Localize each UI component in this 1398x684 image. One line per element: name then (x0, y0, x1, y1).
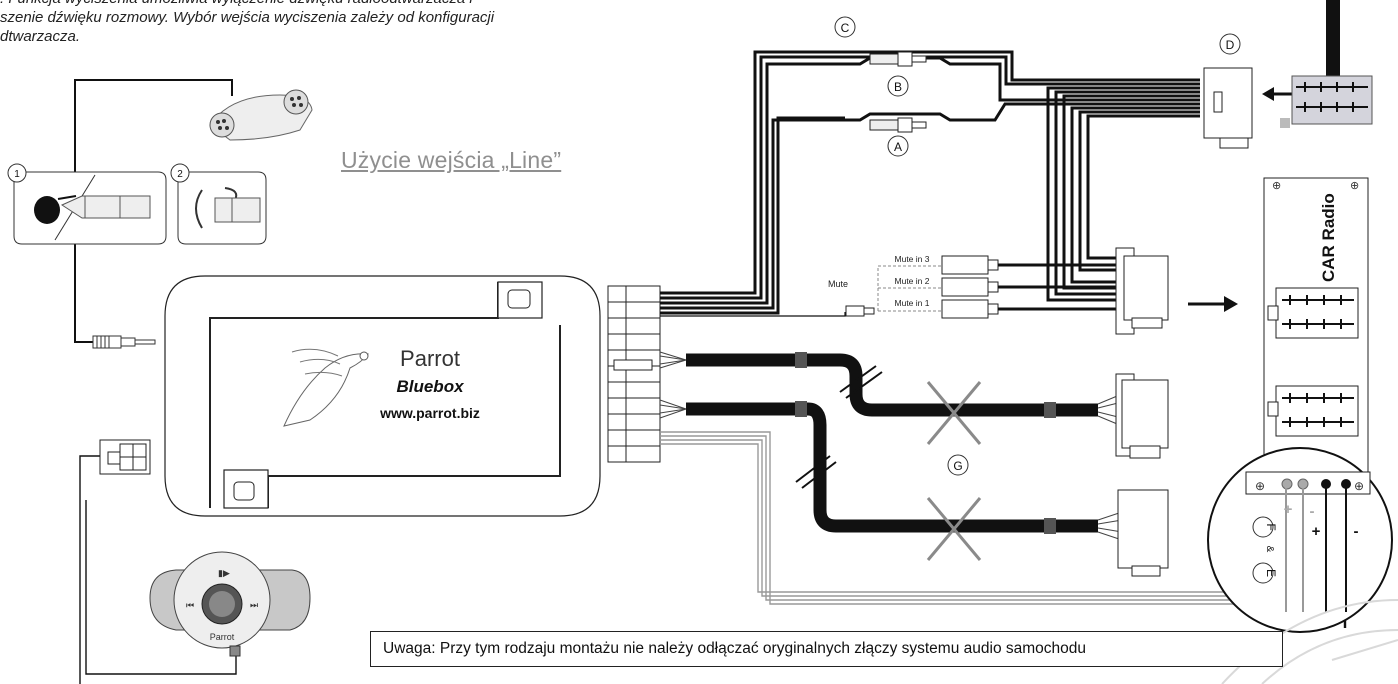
intro-line-3: dtwarzacza. (0, 28, 81, 45)
next-icon: ⏭ (250, 600, 258, 610)
label-d: D (1226, 38, 1235, 52)
label-b: B (894, 80, 902, 94)
label-c-marker: C (834, 16, 856, 38)
polarity-minus-black: - (1354, 523, 1359, 540)
bluebox-brand: Parrot (400, 346, 460, 371)
iso-plug (1280, 0, 1373, 128)
radio-connector-3 (1117, 489, 1169, 577)
mute-label: Mute (828, 279, 848, 289)
prev-icon: ⏮ (186, 600, 194, 610)
mute-out-wires (998, 263, 1120, 311)
label-a: A (894, 140, 902, 154)
main-harness-connector (607, 285, 661, 463)
svg-text:⊕: ⊕ (1255, 479, 1265, 493)
inline-connector-b: B (869, 51, 927, 97)
mute-in-1-label: Mute in 1 (895, 298, 930, 308)
lower-harness-fan (659, 351, 1123, 541)
mute-plug (845, 305, 875, 317)
bluebox-unit: Parrot Bluebox www.parrot.biz (164, 275, 601, 517)
break-marks (795, 365, 883, 489)
note-box: Uwaga: Przy tym rodzaju montażu nie nale… (370, 631, 1283, 667)
microphone-illustration (209, 89, 313, 141)
parrot-logo-bird (283, 348, 369, 427)
line-in-cable (74, 79, 233, 343)
step-2-number: 2 (177, 169, 183, 180)
cable-connector-left (99, 439, 151, 475)
svg-text:⊕: ⊕ (1272, 180, 1281, 192)
intro-line-2: szenie dźwięku rozmowy. Wybór wejścia wy… (0, 9, 495, 26)
step-1-number: 1 (14, 169, 20, 180)
mute-wire (660, 312, 846, 317)
grey-speaker-wires (660, 431, 1303, 605)
magnifier-circle: ⊕ ⊕ + - + - F & E (1207, 447, 1393, 633)
step-1-panel: 1 (7, 163, 167, 245)
bluebox-model: Bluebox (396, 377, 465, 396)
intro-paragraph: : Funkcja wyciszenia umożliwia wyłączeni… (0, 0, 640, 46)
label-g-circle (947, 454, 969, 476)
remote-control: ▮▶ ⏮ ⏭ Parrot (149, 551, 311, 657)
polarity-plus-grey: + (1284, 501, 1293, 518)
step-2-panel: 2 (170, 163, 267, 245)
polarity-minus-grey: - (1310, 503, 1315, 520)
mute-dashed-links (877, 265, 942, 312)
bluebox-url: www.parrot.biz (379, 405, 480, 421)
remote-brand: Parrot (210, 632, 235, 642)
inline-connector-a: A (869, 117, 927, 157)
mute-in-3-label: Mute in 3 (895, 254, 930, 264)
radio-connector-1 (1115, 247, 1169, 335)
label-amp: & (1264, 546, 1275, 553)
arrow-radio-head (1224, 296, 1238, 312)
car-radio: ⊕ ⊕ CAR Radio (1263, 177, 1369, 495)
remote-cable (79, 455, 100, 684)
intro-line-1: : Funkcja wyciszenia umożliwia wyłączeni… (0, 0, 640, 8)
mute-in-2-label: Mute in 2 (895, 276, 930, 286)
harness-sleeves (795, 352, 1056, 534)
remote-cable-2 (85, 500, 237, 675)
arrow-d-head (1262, 87, 1274, 101)
polarity-plus-black: + (1312, 523, 1321, 540)
radio-connector-2 (1115, 373, 1169, 459)
svg-text:⊕: ⊕ (1350, 180, 1359, 192)
play-pause-icon: ▮▶ (218, 568, 230, 578)
connector-d: D (1203, 33, 1253, 149)
lower-harness (686, 353, 1098, 533)
section-title: Użycie wejścia „Line” (341, 147, 562, 173)
cross-marks (926, 381, 982, 561)
svg-text:⊕: ⊕ (1354, 479, 1364, 493)
jack-plug (92, 335, 156, 349)
label-e: E (1264, 569, 1278, 577)
label-f: F (1264, 523, 1278, 530)
mute-sockets (941, 255, 999, 319)
label-c: C (841, 21, 850, 35)
label-g: G (953, 459, 962, 473)
car-radio-label: CAR Radio (1319, 193, 1338, 282)
